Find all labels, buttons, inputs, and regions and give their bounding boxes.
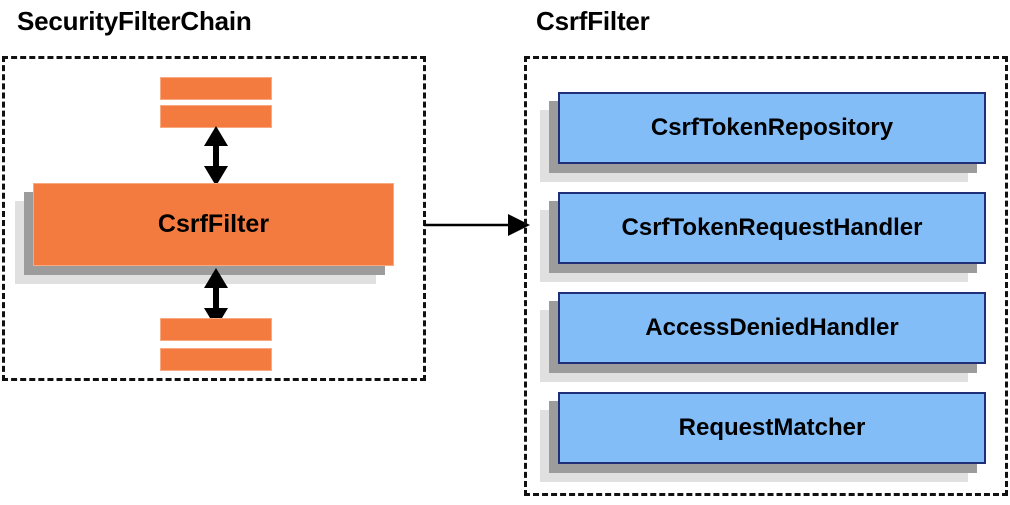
csrf-filter-detail-title: CsrfFilter — [536, 6, 650, 36]
csrf-token-request-handler-card-label: CsrfTokenRequestHandler — [558, 192, 986, 264]
request-matcher-card-label: RequestMatcher — [558, 392, 986, 464]
request-matcher-card[interactable]: RequestMatcher — [540, 392, 986, 482]
anonymous-filter-bar-1 — [160, 77, 272, 100]
csrf-filter-detail-arrow — [424, 214, 530, 236]
csrf-token-request-handler-card[interactable]: CsrfTokenRequestHandler — [540, 192, 986, 282]
up-down-arrow-above — [204, 126, 228, 186]
csrf-filter-card[interactable]: CsrfFilter — [15, 183, 394, 284]
security-filter-chain-container — [2, 56, 426, 381]
anonymous-filter-bar-2 — [160, 105, 272, 128]
csrf-filter-card-label: CsrfFilter — [33, 183, 394, 266]
anonymous-filter-bar-4 — [160, 348, 272, 371]
access-denied-handler-card-label: AccessDeniedHandler — [558, 292, 986, 364]
security-filter-chain-title: SecurityFilterChain — [17, 6, 252, 36]
access-denied-handler-card[interactable]: AccessDeniedHandler — [540, 292, 986, 382]
anonymous-filter-bar-3 — [160, 318, 272, 341]
csrf-filter-detail-container — [524, 56, 1008, 496]
csrf-token-repository-card-label: CsrfTokenRepository — [558, 92, 986, 164]
csrf-token-repository-card[interactable]: CsrfTokenRepository — [540, 92, 986, 182]
